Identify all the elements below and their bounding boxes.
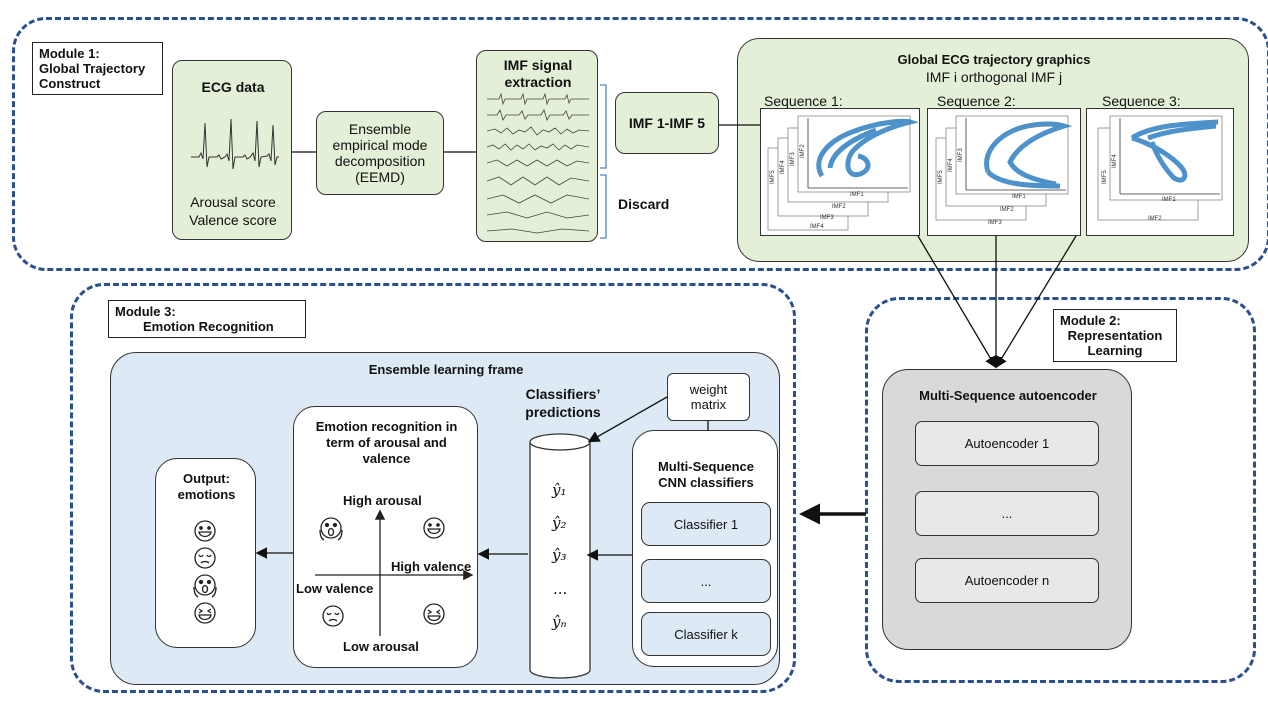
high-valence-label: High valence bbox=[391, 559, 472, 574]
predictions-label-line2: predictions bbox=[525, 404, 601, 420]
autoencoder-n-box: Autoencoder n bbox=[915, 558, 1099, 603]
module-3-tag-line2: Emotion Recognition bbox=[143, 319, 274, 334]
seq1-x-label-0: IMF1 bbox=[850, 192, 864, 198]
module-2-tag-line2: Representation bbox=[1067, 328, 1163, 343]
discard-label: Discard bbox=[618, 196, 670, 212]
emotion-title-line3: valence bbox=[362, 451, 411, 466]
imf-brace-lines bbox=[600, 84, 607, 239]
seq2-x-label-0: IMF1 bbox=[1012, 194, 1026, 200]
classifier-ellipsis-box: ... bbox=[641, 559, 771, 603]
laughing-face-icon bbox=[194, 602, 216, 624]
seq3-x-label-1: IMF2 bbox=[1148, 216, 1162, 222]
module-2-tag-line3: Learning bbox=[1087, 343, 1143, 358]
eemd-line1: Ensemble bbox=[348, 121, 412, 137]
weight-matrix-line1: weight bbox=[689, 382, 728, 397]
output-emoji-stack bbox=[193, 520, 217, 624]
imf-extraction-line1: IMF signal bbox=[503, 57, 573, 73]
autoencoder-ellipsis-box: ... bbox=[915, 491, 1099, 536]
seq1-y-label-0: IMF5 bbox=[770, 170, 776, 184]
imf-signals-icon bbox=[487, 93, 589, 234]
grinning-face-icon bbox=[194, 520, 216, 542]
seq1-x-label-1: IMF2 bbox=[832, 204, 846, 210]
weight-matrix-box: weight matrix bbox=[667, 373, 750, 421]
output-line1: Output: bbox=[183, 471, 230, 486]
seq2-x-label-1: IMF2 bbox=[1000, 207, 1014, 213]
laughing-face-icon bbox=[423, 603, 445, 625]
predictions-label-line1: Classifiers’ bbox=[525, 386, 601, 402]
screaming-face-icon bbox=[319, 517, 343, 541]
seq1-x-label-2: IMF3 bbox=[820, 215, 834, 221]
seq3-y-label-0: IMF5 bbox=[1102, 170, 1108, 184]
imf-extraction-box: IMF signal extraction bbox=[476, 50, 598, 242]
screaming-face-icon bbox=[193, 574, 217, 598]
seq1-y-label-3: IMF2 bbox=[800, 144, 806, 158]
emotion-title-line1: Emotion recognition in bbox=[315, 419, 458, 434]
module-1-tag-line2: Global Trajectory bbox=[39, 61, 146, 76]
seq2-x-label-2: IMF3 bbox=[988, 220, 1002, 226]
classifier-1-box: Classifier 1 bbox=[641, 502, 771, 546]
sequence-2-label: Sequence 2: bbox=[937, 93, 1016, 109]
emotion-recognition-box: Emotion recognition in term of arousal a… bbox=[293, 406, 478, 668]
emotion-title-line2: term of arousal and bbox=[326, 435, 447, 450]
module-2-tag-line1: Module 2: bbox=[1060, 313, 1121, 328]
sequence-3-label: Sequence 3: bbox=[1102, 93, 1181, 109]
seq3-x-label-0: IMF1 bbox=[1162, 197, 1176, 203]
y-hat-ellipsis: ... bbox=[553, 580, 568, 598]
low-arousal-label: Low arousal bbox=[343, 639, 419, 654]
trajectory-title: Global ECG trajectory graphics bbox=[897, 52, 1091, 67]
cnn-line1: Multi-Sequence bbox=[657, 459, 755, 474]
seq1-y-label-1: IMF4 bbox=[780, 160, 786, 174]
trajectory-subtitle: IMF i orthogonal IMF j bbox=[925, 69, 1063, 85]
weight-matrix-line2: matrix bbox=[690, 397, 727, 412]
sequence-1-label: Sequence 1: bbox=[764, 93, 843, 109]
imf-range-box: IMF 1-IMF 5 bbox=[615, 92, 719, 154]
module-1-tag: Module 1: Global Trajectory Construct bbox=[32, 42, 163, 95]
valence-arousal-axes bbox=[315, 509, 474, 636]
ensemble-frame-title: Ensemble learning frame bbox=[368, 362, 524, 377]
output-emotions-box: Output: emotions bbox=[155, 458, 256, 648]
cnn-line2: CNN classifiers bbox=[658, 475, 754, 490]
classifier-k-box: Classifier k bbox=[641, 612, 771, 656]
valence-score-label: Valence score bbox=[189, 212, 277, 228]
module-3-container bbox=[70, 283, 796, 693]
output-line2: emotions bbox=[177, 487, 236, 502]
seq2-y-label-0: IMF5 bbox=[938, 170, 944, 184]
ecg-waveform-icon bbox=[191, 118, 279, 170]
seq3-y-label-1: IMF4 bbox=[1112, 154, 1118, 168]
y-hat-2: ŷ₂ bbox=[552, 514, 567, 532]
sad-face-icon bbox=[322, 605, 344, 627]
high-arousal-label: High arousal bbox=[343, 493, 422, 508]
module-1-tag-line1: Module 1: bbox=[39, 46, 100, 61]
eemd-box: Ensemble empirical mode decomposition (E… bbox=[316, 111, 444, 195]
sequence-plots: IMF1 IMF2 IMF3 IMF4 IMF5 IMF4 IMF3 IMF2 … bbox=[767, 115, 1223, 231]
seq1-x-label-3: IMF4 bbox=[810, 224, 824, 230]
seq2-y-label-1: IMF4 bbox=[948, 158, 954, 172]
module-1-tag-line3: Construct bbox=[39, 76, 101, 91]
module-2-tag: Module 2: Representation Learning bbox=[1053, 309, 1177, 362]
y-hat-3: ŷ₃ bbox=[552, 546, 567, 564]
grinning-face-icon bbox=[423, 517, 445, 539]
seq1-y-label-2: IMF3 bbox=[790, 152, 796, 166]
imf-extraction-line2: extraction bbox=[504, 74, 572, 90]
ecg-data-title: ECG data bbox=[201, 79, 265, 95]
autoencoder-title: Multi-Sequence autoencoder bbox=[919, 388, 1097, 403]
module-2-container bbox=[865, 297, 1256, 683]
ecg-data-box: ECG data Arousal score Valence score bbox=[172, 60, 292, 240]
seq2-y-label-2: IMF3 bbox=[958, 148, 964, 162]
predictions-cylinder bbox=[529, 433, 591, 679]
arousal-score-label: Arousal score bbox=[190, 194, 276, 210]
eemd-line3: decomposition bbox=[334, 153, 426, 169]
low-valence-label: Low valence bbox=[296, 581, 374, 596]
module-3-tag-line1: Module 3: bbox=[115, 304, 176, 319]
sad-face-icon bbox=[194, 547, 216, 569]
autoencoder-1-box: Autoencoder 1 bbox=[915, 421, 1099, 466]
module-3-tag: Module 3: Emotion Recognition bbox=[108, 300, 306, 338]
y-hat-1: ŷ₁ bbox=[552, 481, 567, 499]
eemd-line2: empirical mode bbox=[332, 137, 428, 153]
y-hat-n: ŷₙ bbox=[552, 613, 567, 631]
eemd-line4: (EEMD) bbox=[355, 169, 405, 185]
